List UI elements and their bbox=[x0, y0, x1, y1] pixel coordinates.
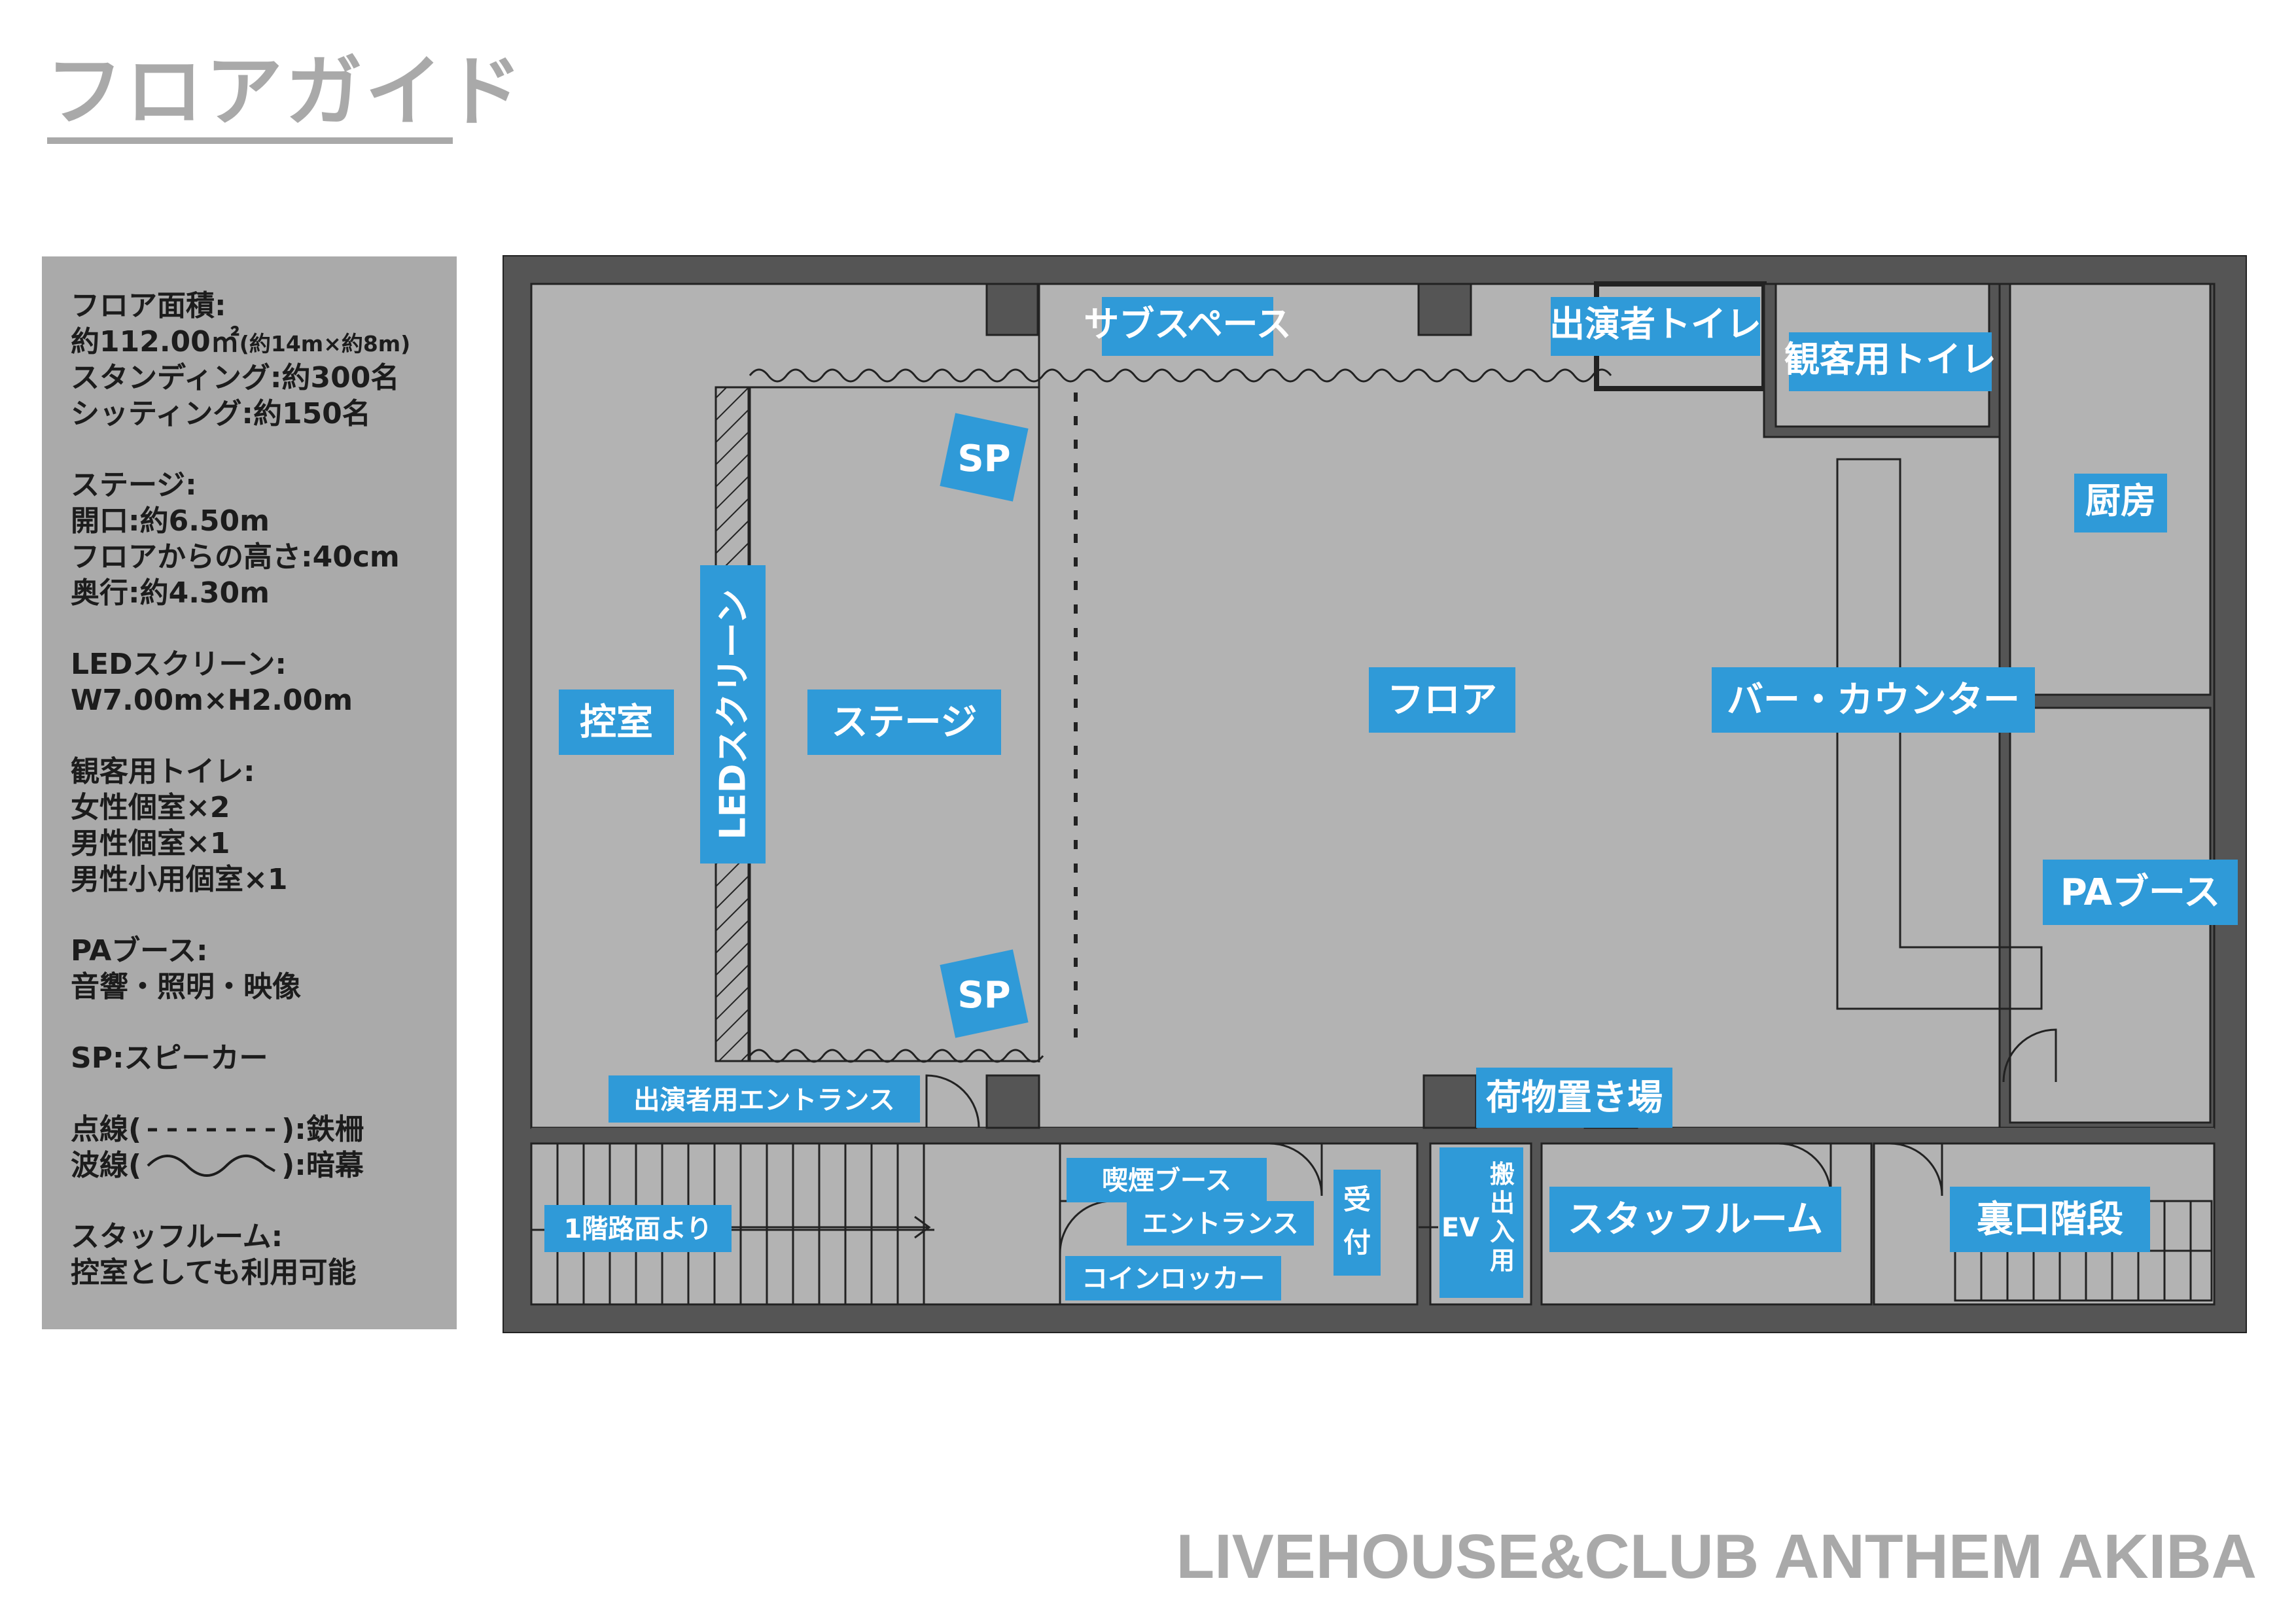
info-led-heading: LEDスクリーン: bbox=[71, 648, 287, 681]
stairs-arrow bbox=[712, 1215, 931, 1239]
curtain-bottom bbox=[749, 1049, 1044, 1063]
page-title: フロアガイド bbox=[46, 46, 525, 137]
ev-label: EV bbox=[1441, 1213, 1479, 1243]
coin-locker-label: コインロッカー bbox=[1082, 1264, 1265, 1294]
entrance-label: エントランス bbox=[1142, 1209, 1298, 1239]
bar-counter bbox=[1836, 458, 2043, 1010]
info-toilet-urinal: 男性小用個室×1 bbox=[71, 863, 288, 896]
info-stage-heading: ステージ: bbox=[71, 468, 197, 502]
label-bg-performer-toilet bbox=[1551, 297, 1760, 356]
label-bg-back-stairs bbox=[1950, 1187, 2150, 1252]
carry-label-2: 出 bbox=[1490, 1189, 1515, 1217]
label-bg-led-screen bbox=[700, 565, 766, 864]
dotted-line-sample bbox=[148, 1128, 275, 1132]
reception-label-1: 受 bbox=[1343, 1183, 1371, 1215]
info-floor-area-heading: フロア面積: bbox=[71, 289, 226, 323]
info-standing: スタンディング:約300名 bbox=[71, 361, 400, 394]
room-labels: サブスペース 出演者トイレ 観客用トイレ 厨房 SP SP 控室 LEDスクリー… bbox=[544, 297, 2238, 1300]
info-sp-legend: SP:スピーカー bbox=[71, 1041, 268, 1075]
label-bg-green-room bbox=[559, 689, 674, 755]
floor-label: フロア bbox=[1387, 679, 1497, 722]
staff-room-label: スタッフルーム bbox=[1568, 1198, 1823, 1241]
audience-toilet-label: 観客用トイレ bbox=[1784, 339, 1996, 380]
brand-footer: LIVEHOUSE&CLUB ANTHEM AKIBA bbox=[1176, 1522, 2257, 1592]
performer-entrance-label: 出演者用エントランス bbox=[633, 1085, 894, 1115]
wall-column-bottom-left bbox=[985, 1074, 1040, 1129]
title-underline bbox=[47, 137, 453, 144]
label-bg-coin-locker bbox=[1065, 1256, 1281, 1300]
green-room-label: 控室 bbox=[580, 701, 653, 744]
stairs-1f bbox=[531, 1143, 934, 1304]
info-wavy-legend: 波線():暗幕 bbox=[71, 1149, 364, 1182]
label-bg-stage bbox=[807, 689, 1001, 755]
label-bg-sp-top bbox=[940, 413, 1029, 502]
label-bg-ev-carry bbox=[1439, 1147, 1523, 1298]
label-bg-smoking-booth bbox=[1067, 1158, 1267, 1202]
label-bg-luggage bbox=[1476, 1068, 1672, 1128]
carry-label-1: 搬 bbox=[1490, 1160, 1515, 1189]
pa-booth-label: PAブース bbox=[2060, 871, 2220, 914]
stage-label: ステージ bbox=[832, 701, 978, 744]
floor-plan: サブスペース 出演者トイレ 観客用トイレ 厨房 SP SP 控室 LEDスクリー… bbox=[503, 255, 2247, 1333]
label-bg-performer-entrance bbox=[609, 1075, 920, 1123]
label-bg-reception bbox=[1333, 1170, 1381, 1276]
carry-label-4: 用 bbox=[1490, 1246, 1515, 1275]
info-panel: フロア面積: 約112.00㎡(約14m×約8m) スタンディング:約300名 … bbox=[42, 256, 457, 1329]
kitchen-label: 厨房 bbox=[2085, 480, 2156, 521]
label-bg-floor bbox=[1369, 667, 1515, 733]
label-bg-sp-bottom bbox=[940, 949, 1029, 1038]
led-screen-label: LEDスクリーン bbox=[713, 589, 754, 839]
sp-bottom-label: SP bbox=[957, 974, 1010, 1017]
wall-column-top-middle bbox=[1417, 283, 1472, 336]
bar-counter-label: バー・カウンター bbox=[1727, 679, 2020, 722]
info-led-size: W7.00m×H2.00m bbox=[71, 684, 353, 717]
performer-toilet-label: 出演者トイレ bbox=[1549, 304, 1761, 345]
info-sitting: シッティング:約150名 bbox=[71, 397, 371, 430]
from-1f-label: 1階路面より bbox=[563, 1214, 712, 1244]
wall-column-bottom-middle bbox=[1422, 1074, 1477, 1129]
smoking-booth-label: 喫煙ブース bbox=[1102, 1166, 1231, 1196]
label-bg-audience-toilet bbox=[1789, 332, 1992, 391]
label-bg-staff-room bbox=[1549, 1187, 1841, 1252]
info-dotted-legend: 点線():鉄柵 bbox=[71, 1113, 364, 1146]
label-bg-entrance bbox=[1127, 1201, 1314, 1246]
label-bg-from-1f bbox=[544, 1205, 732, 1252]
sp-top-label: SP bbox=[957, 438, 1010, 480]
info-toilet-heading: 観客用トイレ: bbox=[71, 755, 255, 788]
wall-column-top-left bbox=[985, 283, 1039, 336]
info-toilet-female: 女性個室×2 bbox=[71, 791, 230, 824]
info-pa-value: 音響・照明・映像 bbox=[71, 970, 301, 1003]
label-bg-sub-space bbox=[1102, 297, 1273, 356]
label-bg-kitchen bbox=[2074, 474, 2167, 532]
info-pa-heading: PAブース: bbox=[71, 934, 208, 968]
reception-label-2: 付 bbox=[1343, 1227, 1371, 1259]
info-stage-depth: 奥行:約4.30m bbox=[71, 576, 270, 610]
info-stage-width: 開口:約6.50m bbox=[71, 504, 270, 538]
wavy-line-sample bbox=[147, 1155, 276, 1177]
label-bg-bar-counter bbox=[1712, 667, 2035, 733]
info-staff-heading: スタッフルーム: bbox=[71, 1220, 283, 1253]
info-stage-height: フロアからの高さ:40cm bbox=[71, 540, 400, 574]
curtain-top bbox=[749, 368, 1612, 383]
info-floor-area-value: 約112.00㎡(約14m×約8m) bbox=[71, 325, 411, 358]
door-swings bbox=[925, 1028, 2057, 1254]
info-staff-value: 控室としても利用可能 bbox=[71, 1256, 357, 1289]
bottom-partition-wall bbox=[531, 1128, 2214, 1143]
label-bg-pa-booth bbox=[2043, 860, 2238, 925]
info-toilet-male: 男性個室×1 bbox=[71, 827, 230, 860]
sub-space-label: サブスペース bbox=[1084, 304, 1292, 345]
back-stairs-label: 裏口階段 bbox=[1977, 1198, 2123, 1241]
carry-label-3: 入 bbox=[1490, 1217, 1515, 1246]
luggage-label: 荷物置き場 bbox=[1486, 1077, 1663, 1118]
